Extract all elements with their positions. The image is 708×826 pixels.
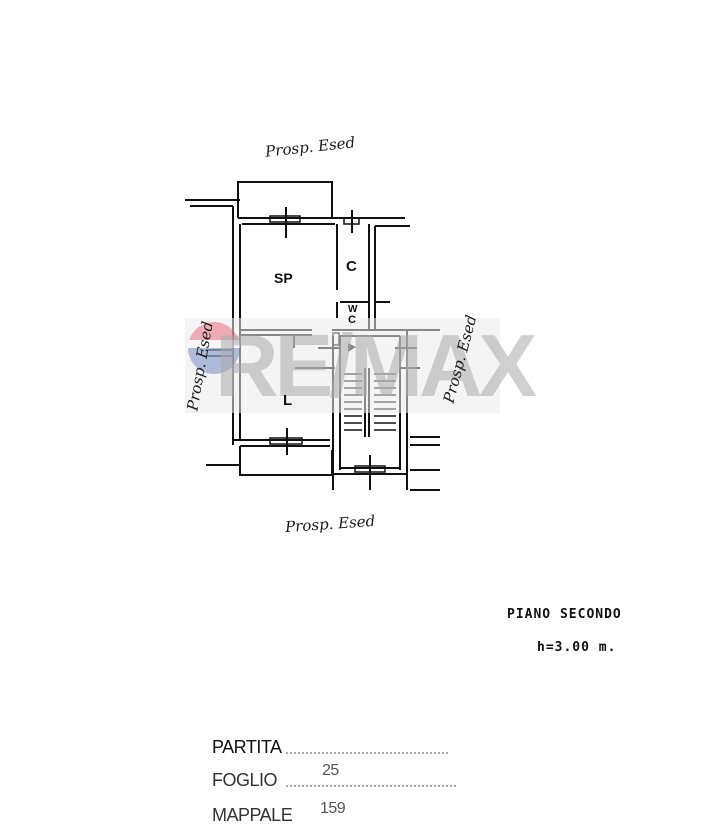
remax-watermark-band — [185, 318, 500, 413]
stamp-partita-label: PARTITA — [212, 737, 282, 757]
room-c: C — [346, 258, 357, 275]
stamp-mappale-label: MAPPALE — [212, 805, 293, 825]
floor-height-note: h=3.00 m. — [537, 640, 617, 655]
stamp-mappale-value: 159 — [320, 800, 346, 817]
room-wc-bottom: C — [348, 314, 356, 326]
stamp-foglio-value: 25 — [322, 762, 339, 779]
stamp-foglio-label: FOGLIO — [212, 770, 278, 790]
room-wc-top: W — [348, 304, 358, 315]
floor-level-note: PIANO SECONDO — [507, 607, 622, 622]
remax-watermark-text: RE/MAX — [215, 316, 537, 415]
room-l: L — [283, 392, 293, 409]
stamp-partita-line — [286, 752, 448, 754]
room-sp: SP — [274, 270, 293, 286]
stamp-foglio-line — [286, 785, 456, 787]
